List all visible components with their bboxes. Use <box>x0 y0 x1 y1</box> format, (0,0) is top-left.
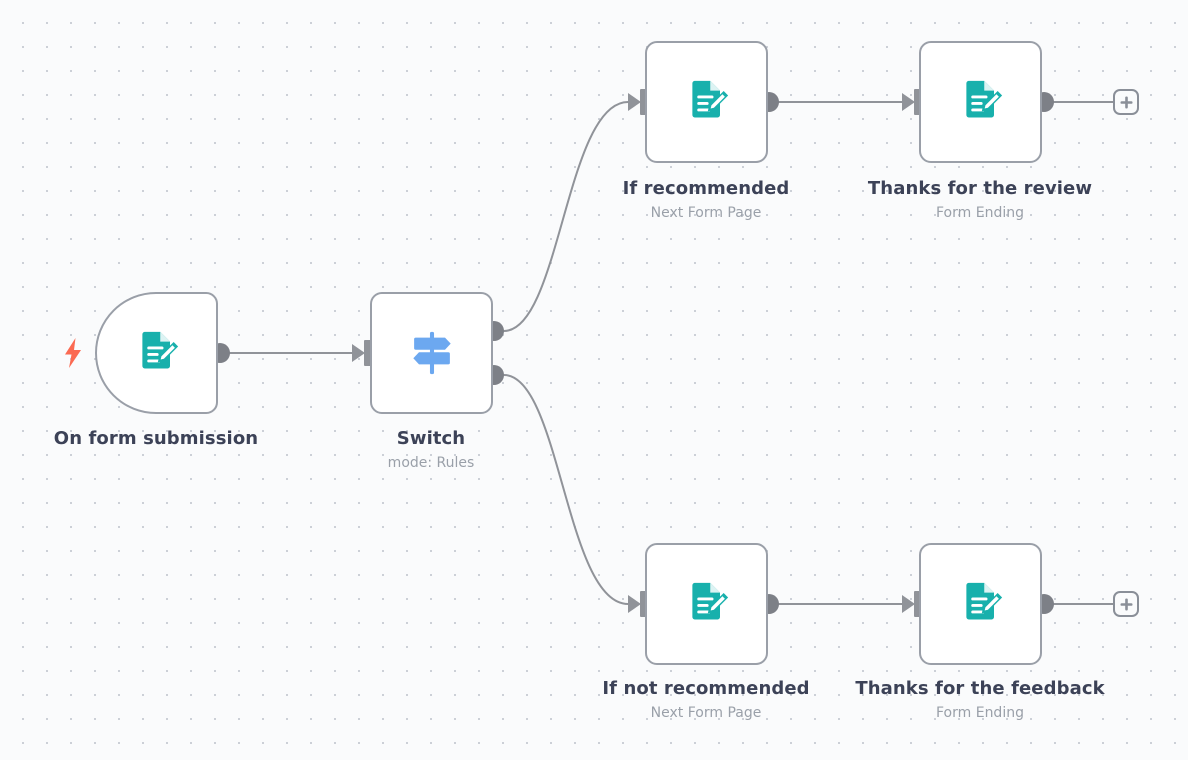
node-if-recommended[interactable] <box>645 41 768 163</box>
node-subtitle-switch: mode: Rules <box>387 455 475 471</box>
signpost-switch-icon <box>412 331 451 375</box>
node-thanks-for-the-feedback[interactable] <box>919 543 1042 665</box>
caption-on-form-submission: On form submission <box>54 427 258 451</box>
form-document-pencil-icon <box>141 331 178 369</box>
node-thanks-for-the-review[interactable] <box>919 41 1042 163</box>
edge-switch-to-if-recommended <box>503 101 629 332</box>
trigger-lightning-bolt-icon <box>65 338 81 368</box>
form-document-pencil-icon <box>965 582 1002 620</box>
node-switch[interactable] <box>370 292 493 414</box>
node-subtitle-if-recommended: Next Form Page <box>650 205 762 221</box>
caption-thanks-for-the-review: Thanks for the review Form Ending <box>868 177 1092 223</box>
node-if-not-recommended[interactable] <box>645 543 768 665</box>
form-document-pencil-icon <box>691 582 728 620</box>
node-title-thanks-for-the-feedback: Thanks for the feedback <box>855 678 1105 699</box>
caption-if-recommended: If recommended Next Form Page <box>623 177 790 223</box>
plus-icon <box>1120 598 1132 610</box>
caption-if-not-recommended: If not recommended Next Form Page <box>602 677 809 723</box>
node-subtitle-if-not-recommended: Next Form Page <box>650 705 762 721</box>
add-node-button-top[interactable] <box>1113 89 1139 115</box>
caption-switch: Switch mode: Rules <box>388 427 475 473</box>
node-title-thanks-for-the-review: Thanks for the review <box>867 178 1093 199</box>
plus-icon <box>1120 96 1132 108</box>
edge-switch-to-if-not-recommended <box>503 374 629 605</box>
form-document-pencil-icon <box>965 80 1002 118</box>
form-document-pencil-icon <box>691 80 728 118</box>
add-node-button-bottom[interactable] <box>1113 591 1139 617</box>
node-title-on-form-submission: On form submission <box>53 428 259 449</box>
node-on-form-submission[interactable] <box>95 292 218 414</box>
node-title-if-recommended: If recommended <box>622 178 790 199</box>
node-subtitle-thanks-for-the-feedback: Form Ending <box>936 705 1024 721</box>
caption-thanks-for-the-feedback: Thanks for the feedback Form Ending <box>855 677 1104 723</box>
node-subtitle-thanks-for-the-review: Form Ending <box>936 205 1024 221</box>
node-title-switch: Switch <box>396 428 466 449</box>
node-title-if-not-recommended: If not recommended <box>602 678 810 699</box>
